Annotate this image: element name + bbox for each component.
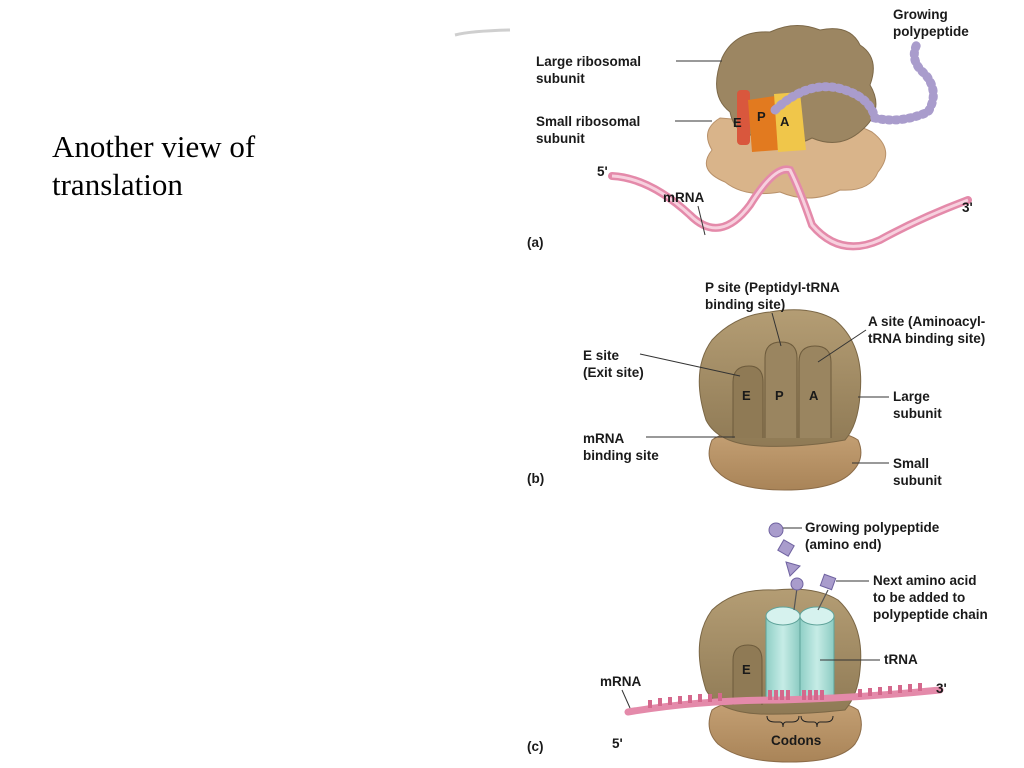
panel-c: E Codons Growing polypeptide (amino end) <box>527 520 988 763</box>
svg-text:mRNA: mRNA <box>583 431 625 446</box>
site-e-c: E <box>742 662 751 677</box>
label-growing-polypeptide-a: Growing polypeptide <box>893 7 969 39</box>
label-next-amino-acid-c: Next amino acid to be added to polypepti… <box>836 573 988 622</box>
e-site-groove-c <box>732 644 763 705</box>
svg-text:binding site): binding site) <box>705 297 785 312</box>
site-a-a: A <box>780 114 790 129</box>
svg-text:(Exit site): (Exit site) <box>583 365 644 380</box>
trna-p-site-c <box>765 606 801 701</box>
mrna-bases-c <box>648 683 922 708</box>
svg-text:tRNA binding site): tRNA binding site) <box>868 331 985 346</box>
label-large-subunit-b: Large subunit <box>858 389 942 421</box>
svg-text:(amino end): (amino end) <box>805 537 882 552</box>
label-3prime-c: 3' <box>936 681 947 696</box>
label-e-site-b: E site (Exit site) <box>583 348 741 380</box>
label-mrna-a: mRNA <box>663 190 706 236</box>
svg-text:to be added to: to be added to <box>873 590 965 605</box>
site-p-a: P <box>757 109 766 124</box>
label-small-subunit-b: Small subunit <box>852 456 942 488</box>
svg-text:mRNA: mRNA <box>600 674 642 689</box>
e-site-trna-a <box>737 90 750 145</box>
svg-text:subunit: subunit <box>536 131 585 146</box>
label-3prime-a: 3' <box>962 200 973 215</box>
svg-text:Growing polypeptide: Growing polypeptide <box>805 520 940 535</box>
polypeptide-chain-a <box>770 37 938 125</box>
amino-acid-1 <box>768 522 784 538</box>
svg-text:tRNA: tRNA <box>884 652 918 667</box>
panel-label-b: (b) <box>527 471 544 486</box>
site-p-b: P <box>775 388 784 403</box>
svg-text:subunit: subunit <box>536 71 585 86</box>
panel-b: E P A P site (Peptidyl-tRNA binding site… <box>527 280 985 491</box>
label-a-site-b: A site (Aminoacyl- tRNA binding site) <box>817 314 985 363</box>
svg-text:P site (Peptidyl-tRNA: P site (Peptidyl-tRNA <box>705 280 840 295</box>
svg-text:mRNA: mRNA <box>663 190 705 205</box>
label-5prime-c: 5' <box>612 736 623 751</box>
site-e-a: E <box>733 115 742 130</box>
title-line-1: Another view of <box>52 129 256 164</box>
label-trna-c: tRNA <box>820 652 918 667</box>
panel-a: E P A Large ribosomal subunit Small ribo… <box>454 7 973 251</box>
svg-text:subunit: subunit <box>893 406 942 421</box>
label-growing-polypeptide-c: Growing polypeptide (amino end) <box>783 520 940 552</box>
label-5prime-a: 5' <box>597 164 608 179</box>
svg-text:Next amino acid: Next amino acid <box>873 573 977 588</box>
title-line-2: translation <box>52 167 183 202</box>
next-amino-acid <box>819 573 837 591</box>
svg-text:subunit: subunit <box>893 473 942 488</box>
label-codons: Codons <box>771 733 821 748</box>
label-p-site-b: P site (Peptidyl-tRNA binding site) <box>705 280 840 347</box>
label-small-subunit-a: Small ribosomal subunit <box>536 114 712 146</box>
svg-text:Small: Small <box>893 456 929 471</box>
e-site-groove-b <box>732 365 764 438</box>
label-mrna-c: mRNA <box>600 674 642 709</box>
svg-text:Large ribosomal: Large ribosomal <box>536 54 641 69</box>
site-a-b: A <box>809 388 819 403</box>
svg-text:Growing: Growing <box>893 7 948 22</box>
a-site-groove-b <box>798 345 832 438</box>
svg-text:A site (Aminoacyl-: A site (Aminoacyl- <box>868 314 985 329</box>
svg-text:Small ribosomal: Small ribosomal <box>536 114 640 129</box>
amino-acid-4 <box>790 577 804 591</box>
amino-acid-2 <box>777 539 795 557</box>
label-large-subunit-a: Large ribosomal subunit <box>536 54 722 86</box>
p-site-trna-a <box>748 96 778 152</box>
svg-text:E site: E site <box>583 348 620 363</box>
amino-acid-3 <box>785 561 801 577</box>
site-e-b: E <box>742 388 751 403</box>
p-site-groove-b <box>764 341 798 438</box>
codon-brace <box>766 715 834 728</box>
label-mrna-binding-site-b: mRNA binding site <box>583 431 735 463</box>
panel-label-a: (a) <box>527 235 544 250</box>
svg-text:Large: Large <box>893 389 930 404</box>
scan-artifact <box>454 28 511 37</box>
trna-a-site-c <box>799 606 835 701</box>
panel-label-c: (c) <box>527 739 544 754</box>
svg-text:polypeptide chain: polypeptide chain <box>873 607 988 622</box>
svg-text:polypeptide: polypeptide <box>893 24 969 39</box>
svg-text:binding site: binding site <box>583 448 659 463</box>
